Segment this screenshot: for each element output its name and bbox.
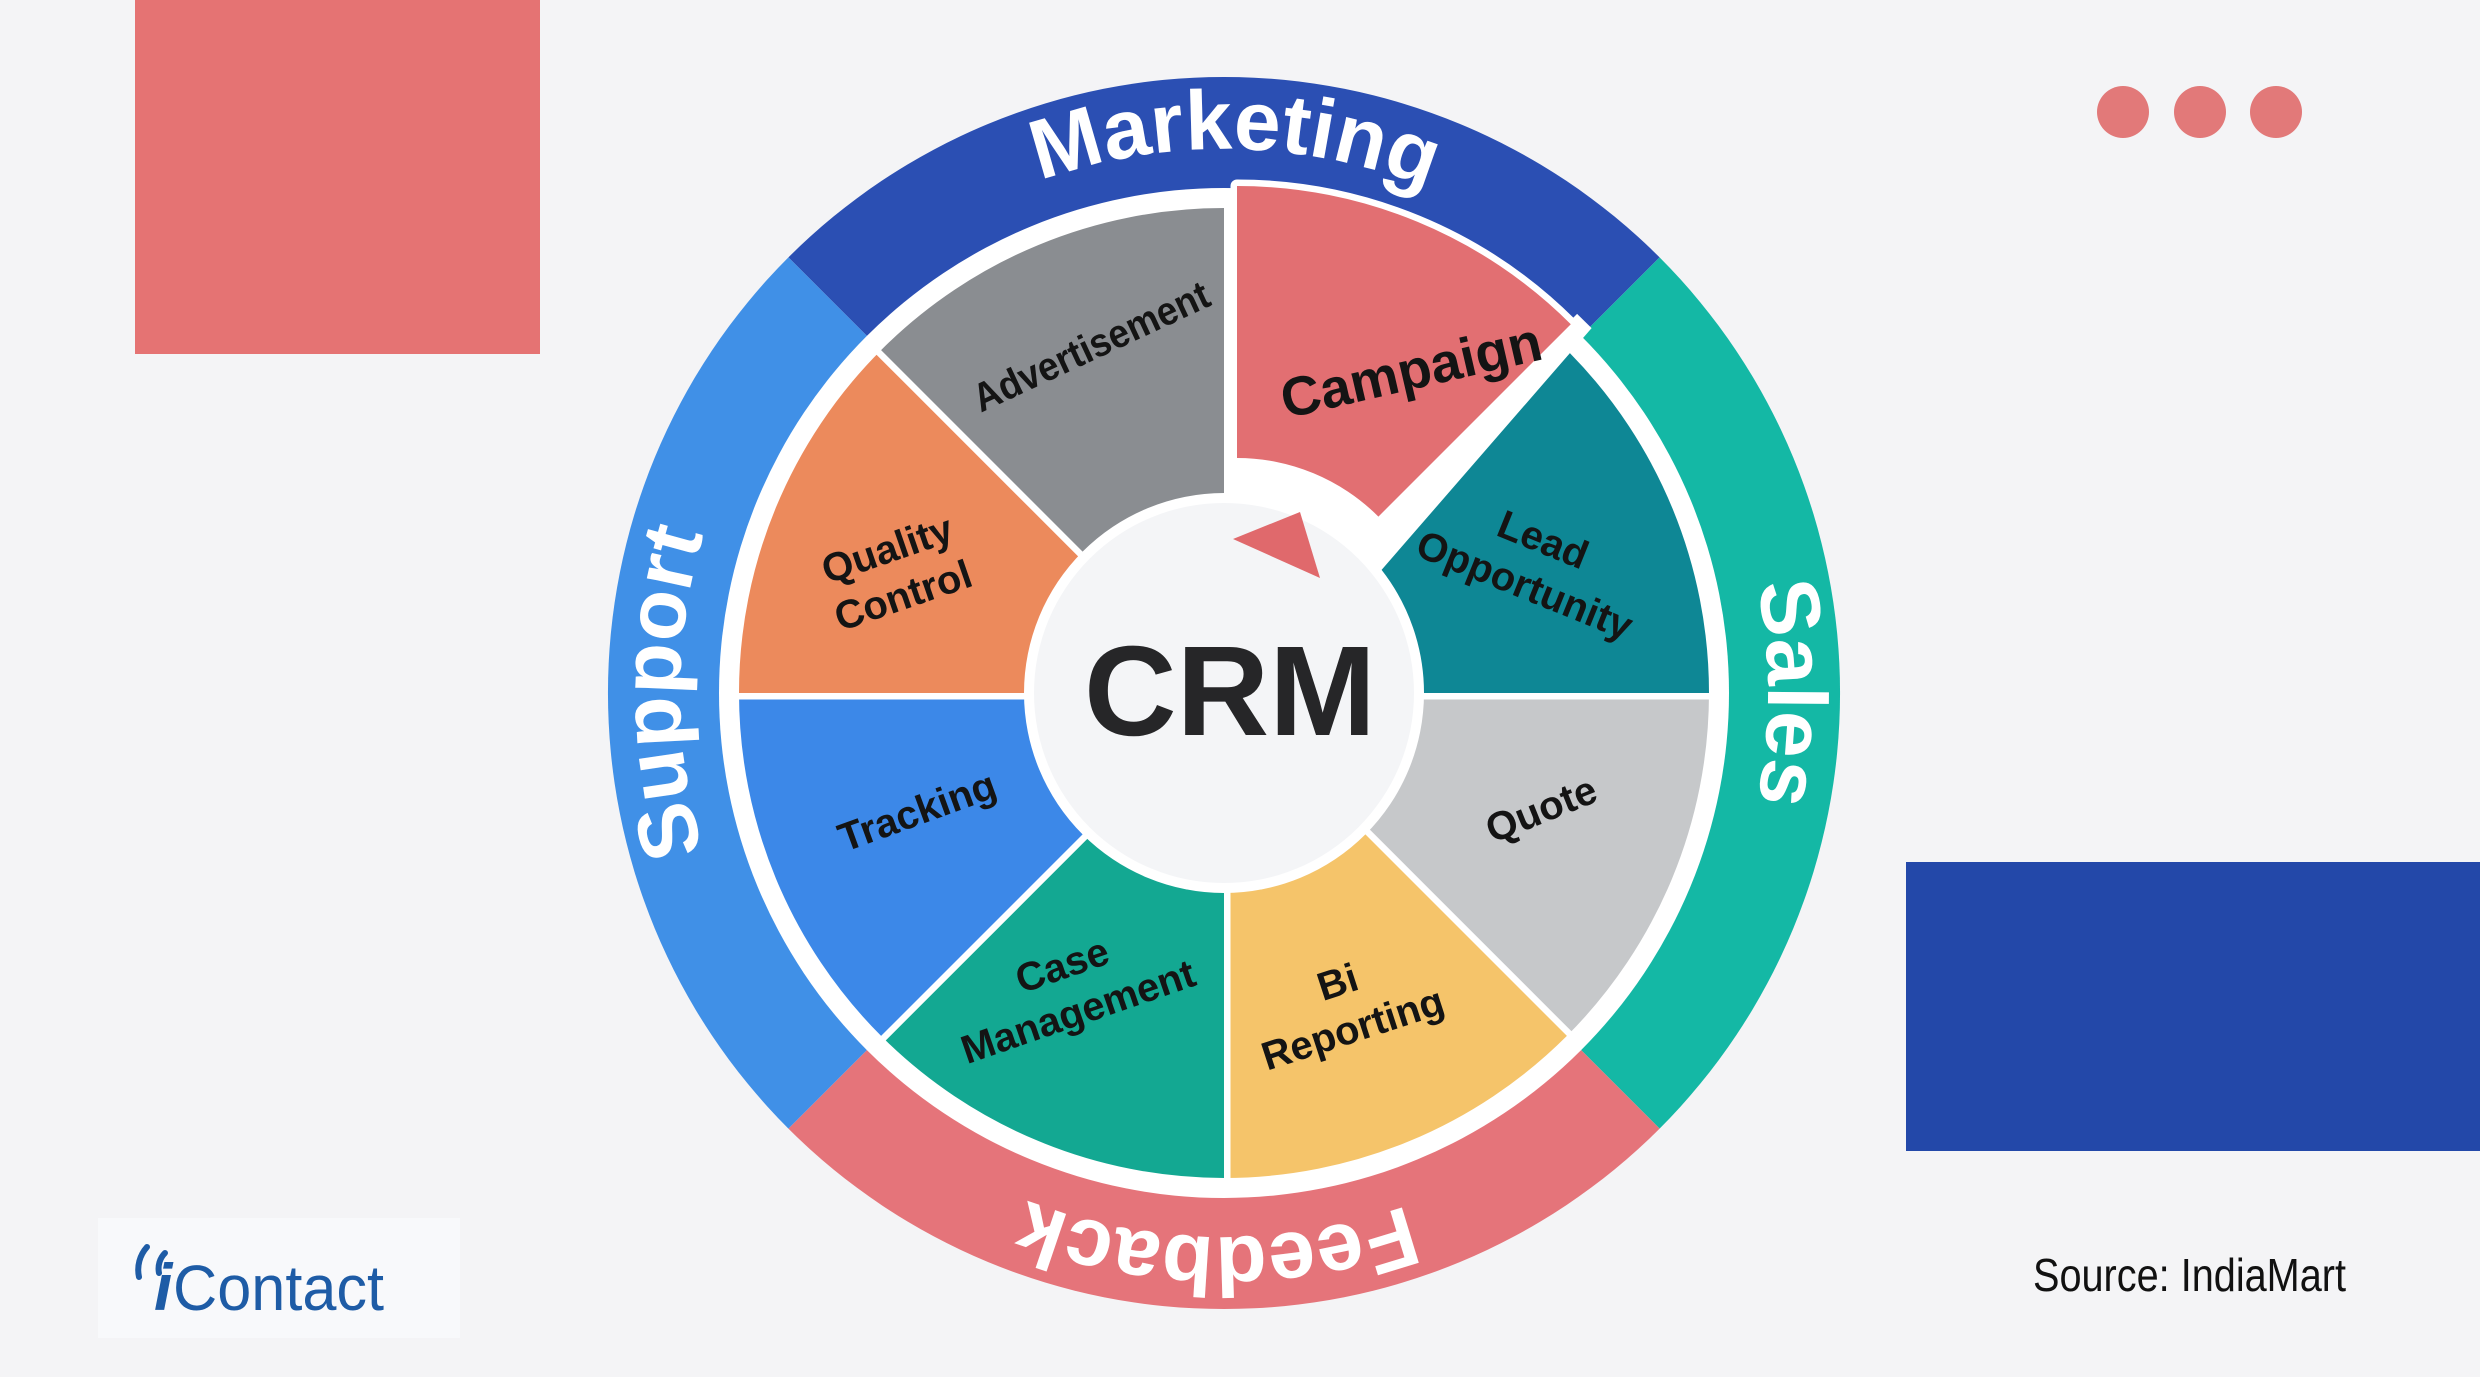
svg-text:i: i — [154, 1250, 174, 1324]
svg-text:Contact: Contact — [173, 1252, 384, 1324]
svg-text:Source: IndiaMart: Source: IndiaMart — [2033, 1249, 2346, 1301]
svg-text:CRM: CRM — [1084, 620, 1376, 763]
svg-text:Sales: Sales — [1740, 573, 1845, 815]
